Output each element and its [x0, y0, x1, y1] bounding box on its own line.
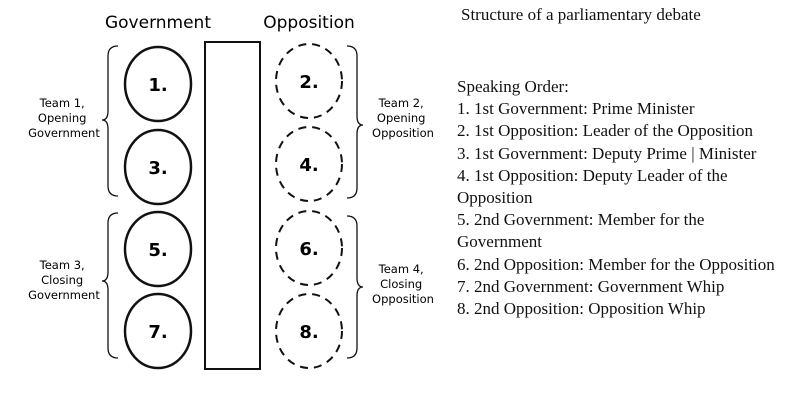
- debate-diagram: Government Opposition 1. 3. 5. 7. 2. 4. …: [28, 13, 434, 370]
- opp-speaker-4-label: 4.: [299, 155, 318, 176]
- speaking-order-heading: Speaking Order:: [457, 77, 569, 96]
- gov-speaker-7-circle: [123, 292, 193, 370]
- team1-label: Team 1, Opening Government: [28, 96, 100, 140]
- speaking-order-item: 7. 2nd Government: Government Whip: [457, 276, 725, 296]
- opp-speaker-8-label: 8.: [299, 322, 318, 343]
- gov-speaker-3-label: 3.: [148, 158, 167, 179]
- opposition-column-header: Opposition: [263, 13, 355, 33]
- team2-bracket: [346, 45, 364, 199]
- opp-speaker-2-circle: [275, 43, 343, 119]
- speaking-order-item: 3. 1st Government: Deputy Prime | Minist…: [457, 143, 757, 163]
- opp-speaker-6-label: 6.: [299, 239, 318, 260]
- opp-speaker-6-circle: [275, 210, 343, 286]
- speaking-order-item: 1. 1st Government: Prime Minister: [457, 99, 695, 119]
- gov-speaker-1-label: 1.: [148, 75, 167, 96]
- opp-speaker-4-circle: [275, 126, 343, 202]
- team3-label: Team 3, Closing Government: [28, 258, 100, 302]
- team1-bracket: [101, 45, 119, 197]
- team3-bracket: [101, 212, 119, 359]
- team2-label: Team 2, Opening Opposition: [372, 96, 434, 140]
- speaking-order-item: 2. 1st Opposition: Leader of the Opposit…: [457, 121, 754, 141]
- government-column-header: Government: [105, 13, 211, 33]
- gov-speaker-3-circle: [123, 128, 193, 206]
- speaking-order-item: 6. 2nd Opposition: Member for the Opposi…: [457, 254, 775, 274]
- page-title: Structure of a parliamentary debate: [461, 5, 701, 24]
- speaking-order-item: 4. 1st Opposition: Deputy Leader of the …: [457, 165, 728, 208]
- speaking-order-item: 5. 2nd Government: Member for the Govern…: [457, 210, 705, 252]
- central-table: [204, 41, 261, 370]
- gov-speaker-1-circle: [123, 45, 193, 123]
- opp-speaker-2-label: 2.: [299, 72, 318, 93]
- speaking-order-item: 8. 2nd Opposition: Opposition Whip: [457, 299, 706, 319]
- opp-speaker-8-circle: [275, 293, 343, 369]
- team4-bracket: [346, 215, 364, 359]
- gov-speaker-7-label: 7.: [148, 322, 167, 343]
- gov-speaker-5-circle: [123, 210, 193, 288]
- speaking-order-list: Speaking Order: 1. 1st Government: Prime…: [457, 76, 789, 320]
- gov-speaker-5-label: 5.: [148, 240, 167, 261]
- team4-label: Team 4, Closing Opposition: [372, 262, 434, 306]
